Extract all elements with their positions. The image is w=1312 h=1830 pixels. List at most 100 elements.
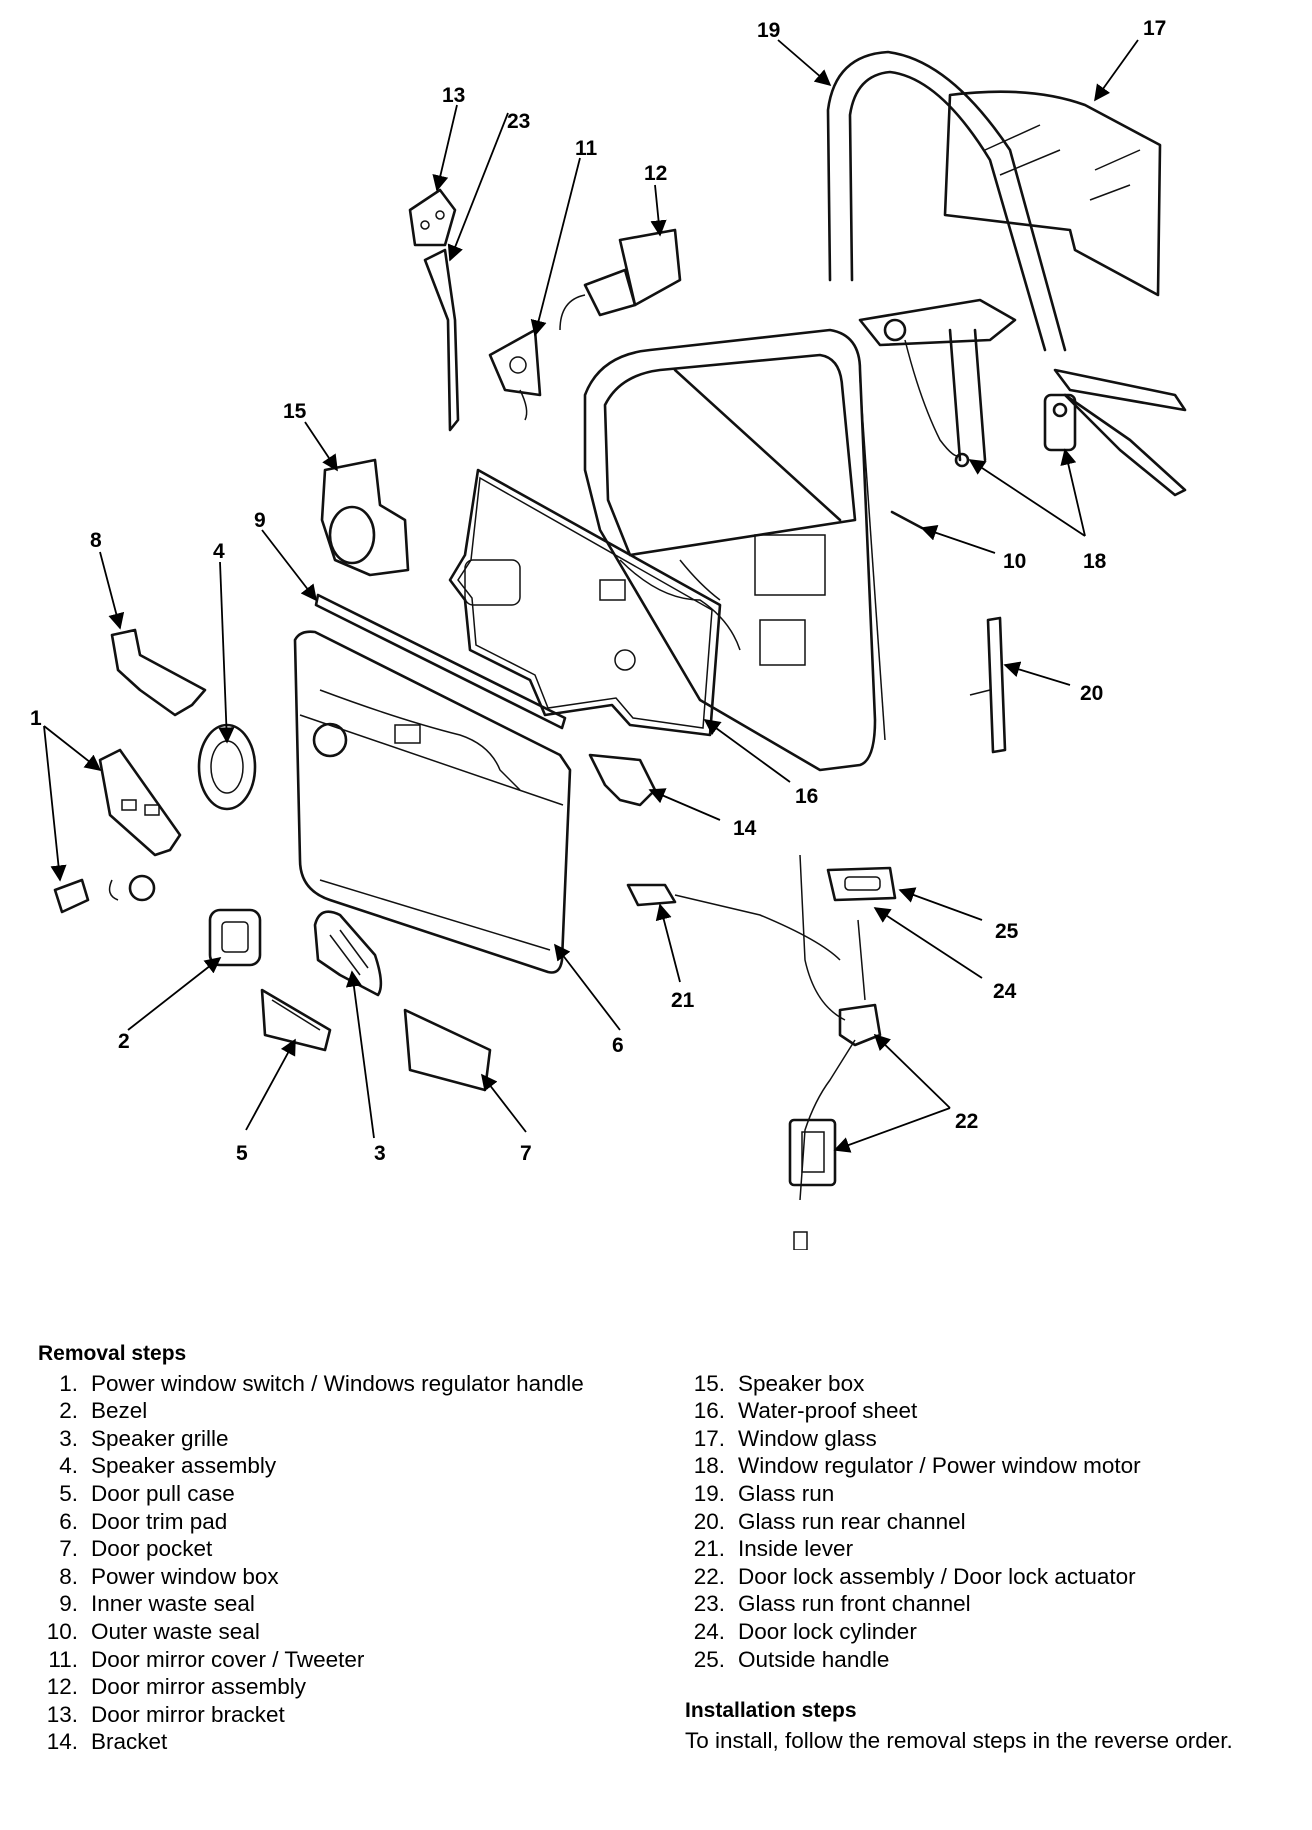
part-inner-waste-seal	[314, 593, 567, 730]
step-number: 18.	[693, 1453, 725, 1479]
callout-8: 8	[90, 529, 102, 552]
part-water-proof-sheet	[448, 468, 722, 737]
step-number: 13.	[46, 1701, 78, 1727]
part-outer-waste-seal	[890, 510, 924, 530]
step-number: 5.	[59, 1480, 78, 1506]
step-text: Door trim pad	[91, 1508, 228, 1534]
step-text: Glass run	[738, 1480, 835, 1506]
callout-5: 5	[236, 1142, 248, 1165]
callout-3: 3	[374, 1142, 386, 1165]
step-number: 16.	[693, 1398, 725, 1424]
part-door-mirror	[559, 228, 682, 331]
removal-step-item: 4. Speaker assembly	[38, 1452, 618, 1480]
step-text: Door mirror assembly	[91, 1674, 307, 1700]
callout-20: 20	[1080, 682, 1103, 705]
callout-14: 14	[733, 817, 757, 840]
step-number: 23.	[693, 1591, 725, 1617]
removal-step-item: 7. Door pocket	[38, 1535, 618, 1563]
part-outside-handle	[826, 866, 897, 902]
step-number: 7.	[59, 1536, 78, 1562]
part-door-pull-case	[260, 988, 332, 1052]
part-glass-run-rear-channel	[969, 616, 1007, 754]
callout-13: 13	[442, 84, 465, 107]
step-text: Door lock cylinder	[738, 1618, 917, 1644]
callout-17: 17	[1143, 17, 1166, 40]
removal-step-item: 8.Power window box	[38, 1563, 618, 1591]
callout-23: 23	[507, 110, 530, 133]
step-text: Speaker assembly	[91, 1453, 277, 1479]
step-text: Bezel	[91, 1398, 148, 1424]
step-number: 20.	[693, 1508, 725, 1534]
removal-step-item: 16. Water-proof sheet	[685, 1397, 1285, 1425]
step-text: Inside lever	[738, 1536, 854, 1562]
callout-1: 1	[30, 707, 42, 730]
callout-24: 24	[993, 980, 1017, 1003]
removal-step-item: 5. Door pull case	[38, 1480, 618, 1508]
callout-2: 2	[118, 1030, 130, 1053]
removal-steps-heading: Removal steps	[38, 1342, 187, 1365]
removal-steps-left: Removal steps 1.Power window switch / Wi…	[38, 1340, 618, 1756]
step-text: Speaker grille	[91, 1425, 229, 1451]
step-number: 1.	[59, 1370, 78, 1396]
removal-step-item: 10. Outer waste seal	[38, 1618, 618, 1646]
part-window-regulator-handle	[53, 874, 156, 914]
removal-step-item: 22.Door lock assembly / Door lock actuat…	[685, 1563, 1285, 1591]
removal-step-item: 6.Door trim pad	[38, 1508, 618, 1536]
step-text: Outside handle	[738, 1646, 890, 1672]
step-text: Inner waste seal	[91, 1591, 255, 1617]
removal-step-item: 1.Power window switch / Windows regulato…	[38, 1370, 618, 1398]
removal-step-item: 9. Inner waste seal	[38, 1590, 618, 1618]
step-text: Glass run front channel	[738, 1591, 971, 1617]
callout-21: 21	[671, 989, 695, 1012]
step-number: 17.	[693, 1425, 725, 1451]
part-window-regulator	[858, 298, 1017, 468]
callout-12: 12	[644, 162, 667, 185]
callout-11: 11	[575, 137, 598, 160]
step-text: Door pocket	[91, 1536, 213, 1562]
callout-16: 16	[795, 785, 818, 808]
callout-4: 4	[213, 540, 225, 563]
step-text: Glass run rear channel	[738, 1508, 966, 1534]
step-number: 11.	[48, 1646, 78, 1672]
step-number: 9.	[59, 1591, 78, 1617]
removal-step-item: 11. Door mirror cover / Tweeter	[38, 1646, 618, 1674]
removal-step-item: 21. Inside lever	[685, 1535, 1285, 1563]
part-door-lock-actuator	[788, 1118, 837, 1187]
step-text: Door pull case	[91, 1480, 235, 1506]
exploded-door-diagram: 1 2 3 4 5 6 7 8 9 10 11 12 13 14 15 16 1…	[30, 17, 1187, 1250]
part-door-shell	[583, 328, 886, 772]
part-window-glass	[943, 90, 1162, 297]
step-text: Water-proof sheet	[738, 1398, 918, 1424]
callout-18: 18	[1083, 550, 1107, 573]
step-number: 25.	[693, 1646, 725, 1672]
removal-step-item: 19.Glass run	[685, 1480, 1285, 1508]
callout-10: 10	[1003, 550, 1026, 573]
step-number: 24.	[693, 1618, 725, 1644]
removal-step-item: 25. Outside handle	[685, 1646, 1285, 1674]
part-tweeter	[488, 328, 542, 421]
part-speaker-grille	[313, 910, 383, 997]
part-door-pocket	[403, 1008, 492, 1092]
removal-step-item: 2.Bezel	[38, 1397, 618, 1425]
step-number: 14.	[46, 1729, 78, 1755]
step-text: Outer waste seal	[91, 1618, 260, 1644]
part-speaker-box	[320, 458, 410, 577]
removal-step-item: 24. Door lock cylinder	[685, 1618, 1285, 1646]
part-power-window-switch	[98, 748, 182, 857]
step-number: 10.	[46, 1618, 78, 1644]
step-text: Door mirror cover / Tweeter	[91, 1646, 365, 1672]
step-text: Bracket	[91, 1729, 168, 1755]
step-text: Window regulator / Power window motor	[738, 1453, 1141, 1479]
step-number: 4.	[59, 1453, 78, 1479]
callout-19: 19	[757, 19, 780, 42]
part-door-lock-assembly	[793, 854, 882, 1250]
removal-steps-list-left: 1.Power window switch / Windows regulato…	[38, 1370, 618, 1756]
installation-steps: Installation steps To install, follow th…	[685, 1697, 1285, 1754]
step-text: Door mirror bracket	[91, 1701, 285, 1727]
step-number: 21.	[693, 1536, 725, 1562]
step-text: Speaker box	[738, 1370, 865, 1396]
callout-7: 7	[520, 1142, 532, 1165]
removal-step-item: 20. Glass run rear channel	[685, 1508, 1285, 1536]
removal-step-item: 3.Speaker grille	[38, 1425, 618, 1453]
